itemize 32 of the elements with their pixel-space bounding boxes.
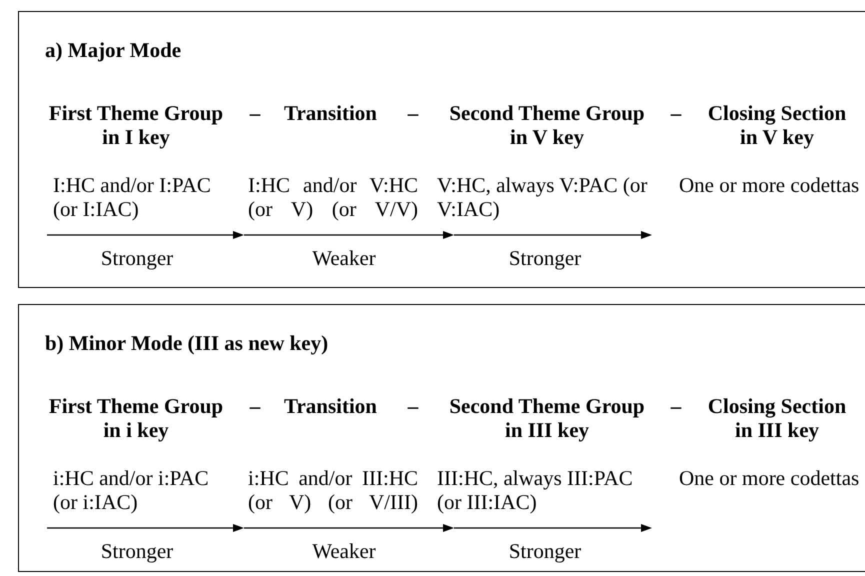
panel-frame <box>18 11 865 288</box>
cadence-text: I:HC and/or V:HC (or V) (or V/V) <box>248 173 418 221</box>
cadence-text: One or more codettas <box>679 466 860 490</box>
panel-title: a) Major Mode <box>45 38 182 62</box>
panel-title: b) Minor Mode (III as new key) <box>45 331 328 355</box>
section-heading: First Theme Group in I key <box>48 101 224 149</box>
cadence-text: III:HC, always III:PAC (or III:IAC) <box>437 466 634 514</box>
panel-frame <box>18 304 865 572</box>
section-heading: Closing Section in V key <box>706 101 848 149</box>
cadence-text: I:HC and/or I:PAC (or I:IAC) <box>53 173 212 221</box>
dash-separator: – <box>406 101 420 125</box>
dash-separator: – <box>248 101 262 125</box>
strength-label: Stronger <box>508 246 582 270</box>
dash-separator: – <box>670 101 682 125</box>
dash-separator: – <box>248 394 262 418</box>
dash-separator: – <box>406 394 420 418</box>
section-heading: Second Theme Group in V key <box>448 101 646 149</box>
dash-separator: – <box>670 394 682 418</box>
strength-label: Stronger <box>100 539 174 563</box>
section-heading: Transition <box>284 101 376 125</box>
section-heading: Transition <box>284 394 376 418</box>
cadence-text: V:HC, always V:PAC (or V:IAC) <box>437 173 648 221</box>
cadence-text: i:HC and/or i:PAC (or i:IAC) <box>53 466 210 514</box>
section-heading: Closing Section in III key <box>706 394 848 442</box>
cadence-text: i:HC and/or III:HC (or V) (or V/III) <box>248 466 418 514</box>
strength-label: Weaker <box>311 539 377 563</box>
section-heading: First Theme Group in i key <box>48 394 224 442</box>
strength-label: Stronger <box>508 539 582 563</box>
cadence-text: One or more codettas <box>679 173 860 197</box>
strength-label: Weaker <box>311 246 377 270</box>
strength-label: Stronger <box>100 246 174 270</box>
section-heading: Second Theme Group in III key <box>448 394 646 442</box>
